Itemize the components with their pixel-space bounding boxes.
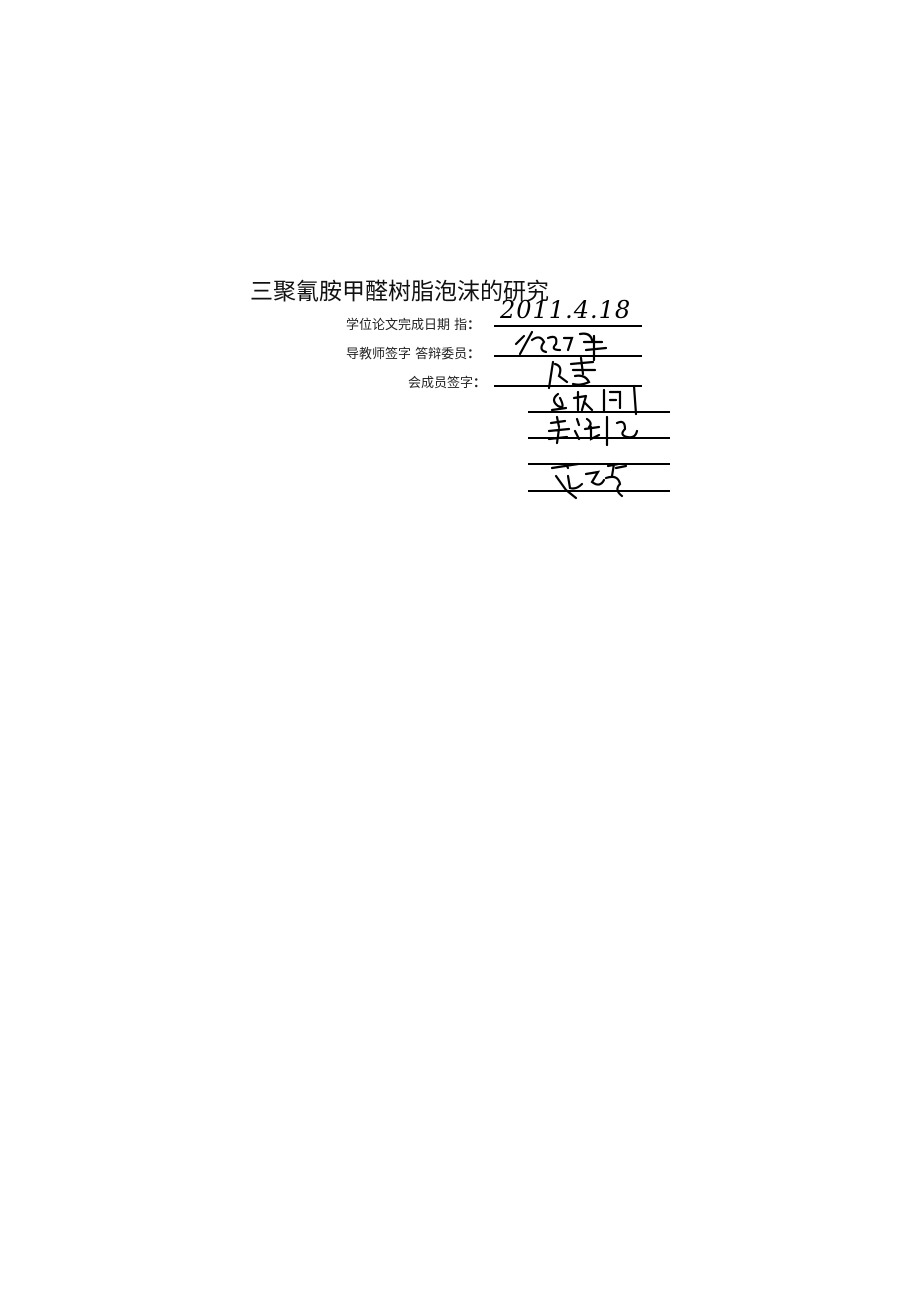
advisor-signature-line bbox=[494, 355, 642, 357]
committee-signature-line-3 bbox=[528, 437, 670, 439]
committee-member-2-signature bbox=[550, 384, 638, 416]
completion-date-line bbox=[494, 325, 642, 327]
committee-signature-line-4 bbox=[528, 463, 670, 465]
committee-member-1-signature bbox=[547, 356, 597, 390]
colon: ： bbox=[467, 318, 481, 333]
completion-date-label: 学位论文完成日期 指： bbox=[346, 314, 480, 333]
advisor-signature-label: 导教师签字 答辩委员： bbox=[346, 343, 480, 362]
committee-label-prefix: 答辩委员 bbox=[415, 347, 468, 362]
advisor-label-prefix: 指 bbox=[454, 318, 468, 333]
committee-signature-label-text: 会成员签字 bbox=[408, 376, 474, 391]
advisor-signature-label-text: 导教师签字 bbox=[346, 347, 412, 362]
committee-signature-line-1 bbox=[494, 385, 642, 387]
thesis-title: 三聚氰胺甲醛树脂泡沫的研究 bbox=[250, 279, 549, 305]
committee-member-4-signature bbox=[550, 462, 628, 500]
committee-signature-line-2 bbox=[528, 411, 670, 413]
advisor-signature bbox=[514, 330, 608, 362]
colon: ： bbox=[467, 347, 481, 362]
completion-date-value: 2011.4.18 bbox=[500, 296, 632, 324]
committee-signature-line-5 bbox=[528, 490, 670, 492]
completion-date-label-text: 学位论文完成日期 bbox=[346, 318, 451, 333]
committee-signature-label: 会成员签字： bbox=[408, 372, 486, 391]
colon: ： bbox=[473, 376, 487, 391]
committee-member-3-signature bbox=[547, 415, 639, 447]
